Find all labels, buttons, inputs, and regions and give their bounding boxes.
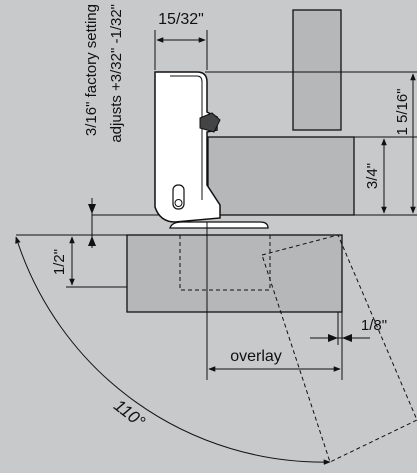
adjustment-screw xyxy=(174,199,183,207)
gap-arrow-left xyxy=(328,334,338,342)
door-offset-label: 1/2" xyxy=(51,249,68,275)
hinge-width-label: 15/32" xyxy=(158,11,204,28)
adjusts-label: adjusts +3/32" -1/32" xyxy=(108,4,125,143)
factory-setting-label: 3/16" factory setting xyxy=(83,4,100,136)
hinge-arm-inner-line xyxy=(170,75,203,200)
hinge-arm xyxy=(154,71,221,223)
plate-height-label: 3/4" xyxy=(364,163,381,189)
hinge-cup-base xyxy=(169,221,269,229)
cabinet-side-panel xyxy=(292,9,342,131)
gap-arrow-right xyxy=(342,334,352,342)
factory-setting-arrow-bottom xyxy=(88,236,96,246)
overlay-label: overlay xyxy=(230,348,282,365)
hinge-clip xyxy=(199,112,221,133)
opening-angle-arc xyxy=(15,236,331,465)
opening-angle-label: 110° xyxy=(110,396,149,432)
mounting-plate xyxy=(207,136,355,216)
factory-setting-arrow-top xyxy=(88,204,96,214)
total-height-label: 1 5/16" xyxy=(394,88,411,135)
door-closed xyxy=(126,234,343,313)
gap-label: 1/8" xyxy=(361,317,387,334)
